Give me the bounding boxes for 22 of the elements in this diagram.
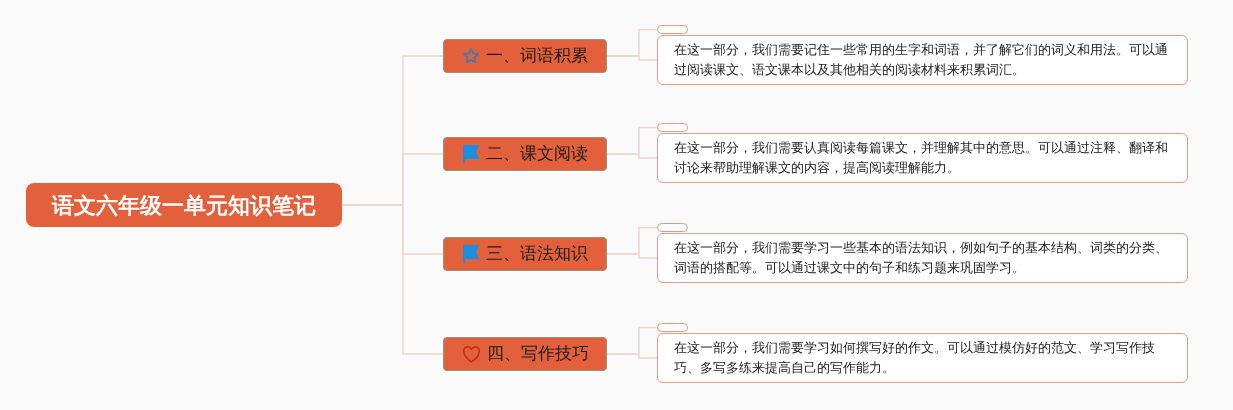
branch-topic [443, 137, 607, 171]
branch-topic [443, 39, 607, 73]
topic-text: 二、课文阅读 [486, 142, 588, 166]
topic-text: 四、写作技巧 [486, 342, 589, 366]
tab-shape [657, 323, 688, 332]
connector-line [606, 253, 658, 259]
connector-line [341, 204, 444, 355]
topic-text: 三、语法知识 [486, 242, 588, 266]
tab-shape [657, 123, 688, 132]
branch-topic [443, 337, 607, 371]
note-box: 在这一部分，我们需要学习如何撰写好的作文。可以通过模仿好的范文、学习写作技巧、多写多练来提高自己的写作能力。 [657, 333, 1188, 383]
connector-line [606, 153, 658, 159]
branch-topic [443, 237, 607, 271]
connector-line [606, 55, 658, 61]
connector-line [606, 353, 658, 359]
tab-shape [657, 223, 688, 232]
note-box: 在这一部分，我们需要记住一些常用的生字和词语，并了解它们的词义和用法。可以通过阅读课文、语文课本以及其他相关的阅读材料来积累词汇。 [657, 35, 1188, 85]
tab-shape [657, 25, 688, 34]
root-topic: 语文六年级一单元知识笔记 [26, 183, 342, 227]
note-box: 在这一部分，我们需要认真阅读每篇课文，并理解其中的意思。可以通过注释、翻译和讨论来帮助理解课文的内容，提高阅读理解能力。 [657, 133, 1188, 183]
topic-text: 一、词语积累 [486, 44, 588, 68]
note-box: 在这一部分，我们需要学习一些基本的语法知识，例如句子的基本结构、词类的分类、词语的搭配等。可以通过课文中的句子和练习题来巩固学习。 [657, 233, 1188, 283]
